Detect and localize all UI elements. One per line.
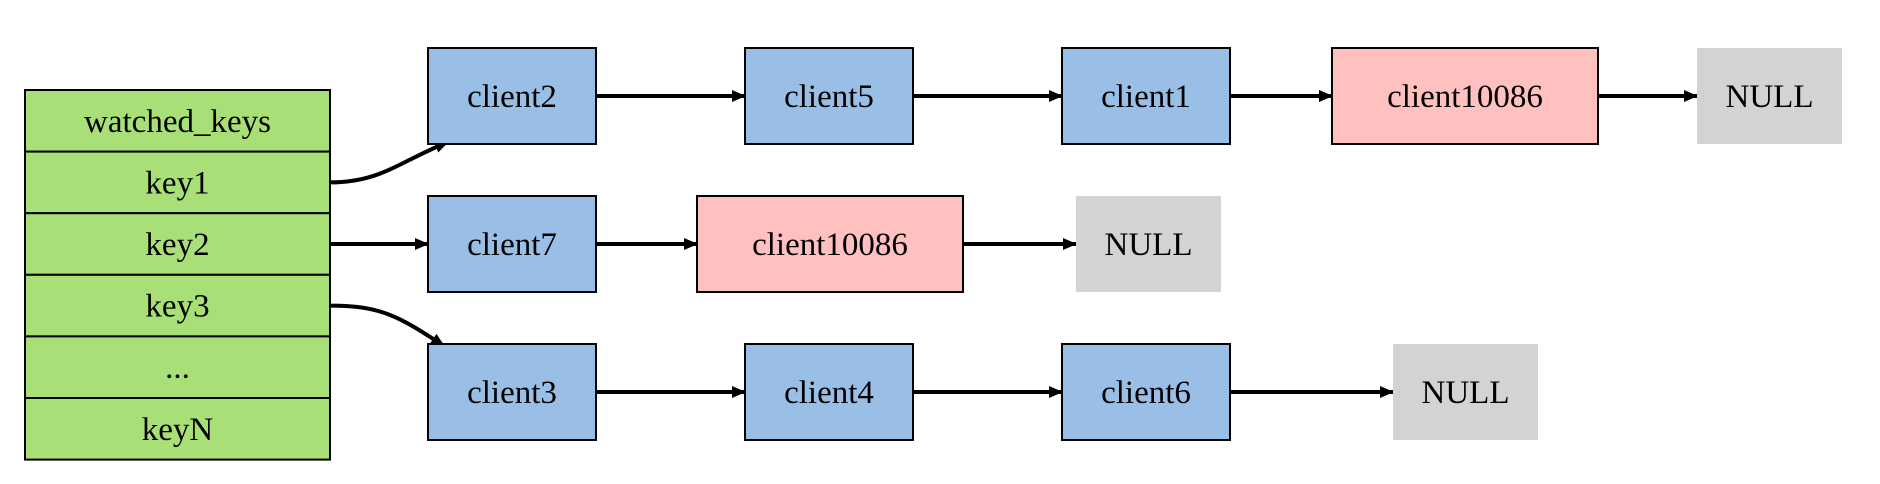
client-box xyxy=(1061,47,1231,145)
client-box xyxy=(427,47,597,145)
node-client10086: client10086 xyxy=(1331,47,1599,145)
node-client4: client4 xyxy=(744,343,914,441)
node-null: NULL xyxy=(1393,344,1538,440)
table-row-key1: key1 xyxy=(24,150,331,215)
node-label: NULL xyxy=(1422,375,1510,411)
table-cell-label: ... xyxy=(165,350,190,386)
key-edge-key3 xyxy=(329,303,446,348)
table-row-key2: key2 xyxy=(24,212,331,276)
node-client1: client1 xyxy=(1061,47,1231,145)
highlight-box xyxy=(696,195,964,293)
table-cell-label: key3 xyxy=(145,289,209,325)
table-cell xyxy=(24,89,331,153)
client-box xyxy=(427,195,597,293)
table-cell xyxy=(24,212,331,276)
table-cell xyxy=(24,273,331,338)
client-box xyxy=(1061,343,1231,441)
table-cell-label: watched_keys xyxy=(84,104,271,140)
node-label: client3 xyxy=(467,375,557,411)
table-cell xyxy=(24,397,331,461)
node-label: NULL xyxy=(1105,227,1193,263)
node-label: client1 xyxy=(1101,79,1191,115)
node-client6: client6 xyxy=(1061,343,1231,441)
null-box xyxy=(1076,196,1221,292)
node-label: NULL xyxy=(1726,79,1814,115)
table-row-key3: key3 xyxy=(24,273,331,338)
node-label: client6 xyxy=(1101,375,1191,411)
node-label: client10086 xyxy=(752,227,908,263)
table-row-keyn: keyN xyxy=(24,397,331,461)
null-box xyxy=(1697,48,1842,144)
node-label: client2 xyxy=(467,79,557,115)
table-row-watched-keys: watched_keys xyxy=(24,89,331,153)
node-label: client7 xyxy=(467,227,557,263)
node-client3: client3 xyxy=(427,343,597,441)
table-cell-label: keyN xyxy=(142,412,214,448)
table-cell-label: key2 xyxy=(145,227,209,263)
node-null: NULL xyxy=(1697,48,1842,144)
table-row-ellipsis: ... xyxy=(24,335,331,399)
node-client5: client5 xyxy=(744,47,914,145)
node-client10086: client10086 xyxy=(696,195,964,293)
key-edge-key1 xyxy=(329,140,449,185)
watched-keys-table: watched_keys key1 key2 key3... keyN xyxy=(24,89,331,461)
node-null: NULL xyxy=(1076,196,1221,292)
client-box xyxy=(744,47,914,145)
null-box xyxy=(1393,344,1538,440)
table-cell xyxy=(24,150,331,215)
client-box xyxy=(744,343,914,441)
node-client7: client7 xyxy=(427,195,597,293)
highlight-box xyxy=(1331,47,1599,145)
node-label: client5 xyxy=(784,79,874,115)
edges xyxy=(329,90,1698,398)
node-client2: client2 xyxy=(427,47,597,145)
node-label: client10086 xyxy=(1387,79,1543,115)
node-label: client4 xyxy=(784,375,874,411)
client-box xyxy=(427,343,597,441)
table-cell-label: key1 xyxy=(145,165,209,201)
